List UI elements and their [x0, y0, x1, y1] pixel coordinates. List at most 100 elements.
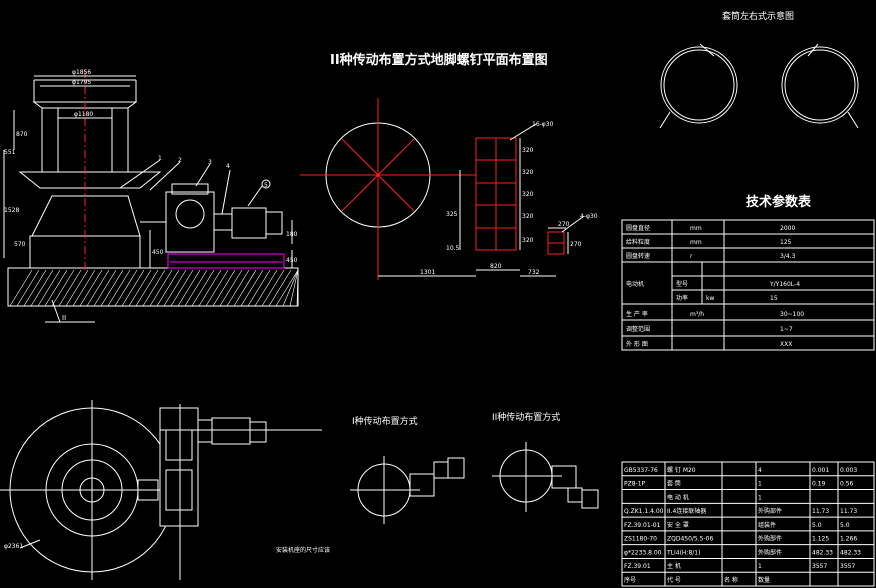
parts-cell: 1 [758, 563, 762, 570]
params-cell: 型号 [676, 280, 688, 288]
parts-cell: FZ.39.01 [624, 563, 651, 570]
plan-dim-270-a: 270 [558, 221, 570, 228]
parts-cell: 电 动 机 [667, 493, 689, 501]
dim-column-diameter: φ1180 [74, 111, 93, 118]
parts-cell: ZS1180-70 [624, 536, 657, 543]
parts-cell: 1 [758, 494, 762, 501]
plan-view [300, 98, 585, 280]
parts-cell: 11.73 [840, 508, 857, 515]
params-table-title: 技术参数表 [746, 194, 812, 210]
plan-dim-270-b: 270 [570, 241, 582, 248]
plan-dim-732: 732 [528, 269, 540, 276]
parts-cell: 4 [758, 467, 762, 474]
params-cell: 外 形 图 [626, 340, 648, 348]
plan-dim-820: 820 [490, 263, 502, 270]
section-label: II [62, 314, 66, 322]
dim-570: 570 [14, 241, 26, 248]
parts-cell: GB5337-76 [624, 467, 658, 474]
parts-cell: 0.56 [840, 481, 854, 488]
parts-cell: 代 号 [667, 576, 681, 584]
params-cell: 调整范围 [626, 325, 650, 333]
balloon-3: 3 [208, 159, 212, 166]
params-table [621, 219, 875, 351]
params-cell: XXX [780, 341, 792, 348]
plan-dim-320-a: 320 [522, 147, 534, 154]
parts-cell: 外购部件 [758, 507, 782, 515]
parts-cell: ZQD450/5.5-06 [667, 536, 713, 543]
params-cell: 2000 [780, 225, 795, 232]
balloon-5: 5 [264, 182, 268, 189]
parts-cell: 3557 [812, 563, 827, 570]
layout-1-sketch [350, 456, 465, 524]
parts-table [621, 461, 875, 587]
dim-551: 551 [4, 149, 16, 156]
bottom-dim-diameter: φ2361 [4, 543, 23, 550]
elevation-view [3, 70, 299, 323]
dim-inner-diameter: φ1795 [72, 79, 91, 86]
layout-2-sketch [492, 442, 599, 512]
layout-1-title: I种传动布置方式 [352, 415, 418, 427]
balloon-2: 2 [178, 157, 182, 164]
params-cell: 15 [770, 295, 778, 302]
dim-outer-diameter: φ1856 [72, 69, 91, 76]
parts-cell: 11.73 [812, 508, 829, 515]
parts-cell: 序号 [624, 576, 636, 584]
params-cell: 1~7 [780, 326, 793, 333]
plan-dim-320-e: 320 [522, 237, 534, 244]
bottom-top-view [0, 400, 322, 580]
parts-cell: 0.003 [840, 467, 857, 474]
parts-cell: 1.125 [812, 536, 829, 543]
params-cell: r [690, 253, 693, 260]
params-cell: Y/Y160L-4 [769, 281, 800, 288]
parts-cell: 名 称 [724, 576, 738, 584]
params-cell: kw [706, 295, 714, 302]
params-cell: mm [690, 225, 702, 232]
params-cell: 3/4.3 [780, 253, 796, 260]
parts-cell: 螺 钉 M20 [667, 466, 696, 474]
parts-cell: 0.19 [812, 481, 826, 488]
layout-2-title: II种传动布置方式 [492, 411, 560, 423]
parts-cell: 数量 [758, 576, 770, 584]
parts-cell: 外购部件 [758, 535, 782, 543]
plan-dim-320-b: 320 [522, 169, 534, 176]
parts-cell: 安 全 罩 [667, 521, 689, 529]
parts-cell: 482.33 [812, 549, 833, 556]
params-cell: 125 [780, 239, 792, 246]
dim-180: 180 [286, 231, 298, 238]
parts-cell: 1 [758, 481, 762, 488]
parts-cell: 主 机 [667, 562, 681, 570]
dim-1528: 1528 [4, 207, 19, 214]
parts-cell: TLI4(H:8/1) [666, 549, 700, 556]
parts-cell: II.4连接联轴器 [667, 507, 706, 515]
params-cell: 圆盘直径 [626, 224, 650, 232]
shell-diagram-title: 套筒左右式示意图 [722, 10, 794, 22]
parts-cell: 0.001 [812, 467, 829, 474]
parts-cell: 1.266 [840, 536, 857, 543]
shell-diagrams [659, 43, 859, 129]
parts-cell: 外购部件 [758, 548, 782, 556]
params-cell: 圆盘转速 [626, 252, 650, 260]
parts-cell: 3557 [840, 563, 855, 570]
plan-dim-320-c: 320 [522, 191, 534, 198]
params-cell: mm [690, 239, 702, 246]
parts-cell: FZ.39.01-01 [624, 522, 661, 529]
install-note: 安装机座的尺寸应该 [276, 546, 330, 554]
params-cell: 功率 [676, 294, 688, 302]
plan-bolt-callout-16: 16-φ30 [532, 121, 554, 128]
parts-cell: φ*2233.8.00 [624, 549, 662, 556]
plan-dim-10-5: 10.5 [446, 245, 460, 252]
balloon-1: 1 [158, 155, 162, 162]
parts-cell: PZ8-1P [624, 481, 646, 488]
params-cell: 生 产 率 [626, 310, 648, 318]
params-cell: 30~100 [780, 311, 804, 318]
dim-height-870: 870 [16, 131, 28, 138]
balloon-4: 4 [226, 163, 230, 170]
main-title: II种传动布置方式地脚螺钉平面布置图 [330, 52, 548, 68]
plan-bolt-callout-4: 4-φ30 [580, 213, 598, 220]
dim-450-right: 450 [286, 257, 298, 264]
plan-dim-320-d: 320 [522, 213, 534, 220]
params-cell: 给料粒度 [626, 238, 650, 246]
parts-cell: 482.33 [840, 549, 861, 556]
parts-cell: 套 筒 [667, 480, 681, 488]
plan-dim-1301: 1301 [420, 269, 435, 276]
